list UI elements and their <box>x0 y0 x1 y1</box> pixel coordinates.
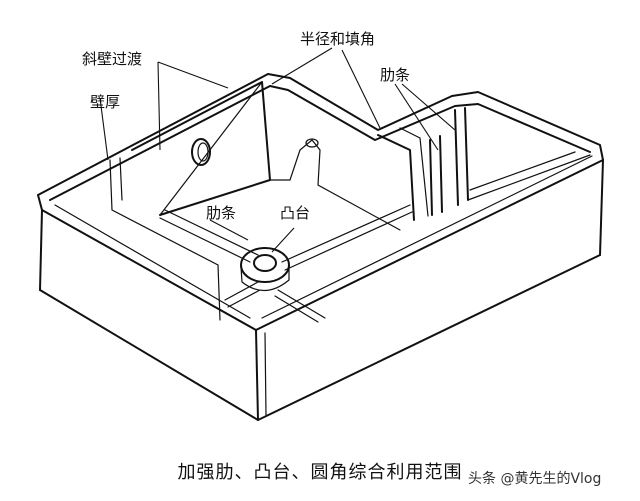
front-rim-right <box>255 159 604 331</box>
left-inner-wall-2 <box>119 157 123 201</box>
central-boss <box>240 247 290 283</box>
front-rim-inner-right <box>261 155 593 319</box>
label-inclined-wall: 斜壁过渡 <box>82 50 143 68</box>
wall-hole <box>191 138 211 166</box>
step-wall-2 <box>399 127 429 217</box>
floor-rib-diag-1 <box>159 217 251 263</box>
leader-rib-left <box>209 219 249 241</box>
front-rim-left <box>41 209 257 331</box>
label-rib-left: 肋条 <box>206 204 237 222</box>
central-boss-hole <box>253 254 277 272</box>
floor-rib-front-1 <box>224 281 259 301</box>
inclined-wall-fold <box>159 81 263 216</box>
leader-rib-right-1 <box>394 83 439 151</box>
front-corner-edge <box>255 329 259 421</box>
right-rib-1 <box>429 139 433 216</box>
label-rib-right: 肋条 <box>380 66 411 84</box>
right-floor-2 <box>469 151 576 191</box>
floor-rib-long-1 <box>281 204 411 263</box>
floor-rib-front-3 <box>277 289 326 319</box>
floor-rib-front-2 <box>227 289 261 308</box>
leader-inclined-2 <box>157 61 161 151</box>
label-boss: 凸台 <box>280 204 311 222</box>
front-corner-edge-inner <box>264 332 267 416</box>
label-radius-fillet: 半径和填角 <box>300 30 376 48</box>
step-wall <box>377 134 415 221</box>
right-rib-2 <box>439 135 443 213</box>
right-rib-3 <box>454 109 459 206</box>
inner-rim-top <box>49 85 591 201</box>
right-rib-4 <box>464 107 469 201</box>
leader-boss <box>271 227 295 253</box>
leader-wall-thickness <box>99 97 109 161</box>
outer-right-edge <box>599 159 604 256</box>
front-rim-inner-left <box>54 204 251 319</box>
back-boss <box>305 138 319 148</box>
floor-rib-diag-2 <box>164 209 259 256</box>
floor-rib-long-2 <box>284 211 413 271</box>
central-boss-base <box>240 265 290 292</box>
label-wall-thickness: 壁厚 <box>90 93 121 111</box>
outer-bottom-edge <box>39 254 601 421</box>
leader-radius-2 <box>341 49 381 129</box>
outer-rim-top <box>37 73 604 196</box>
right-floor <box>467 154 591 201</box>
leader-inclined-1 <box>157 61 229 89</box>
wall-hole-inner <box>197 142 209 162</box>
back-inner-wall <box>269 139 401 231</box>
watermark: 头条 @黄先生的Vlog <box>468 471 602 487</box>
leader-rib-right-2 <box>401 83 456 131</box>
floor-rib-front-4 <box>274 295 319 323</box>
left-inner-wall <box>109 159 221 321</box>
figure-caption: 加强肋、凸台、圆角综合利用范围 <box>177 462 463 483</box>
leader-radius-1 <box>271 47 333 85</box>
inclined-wall <box>131 81 271 216</box>
